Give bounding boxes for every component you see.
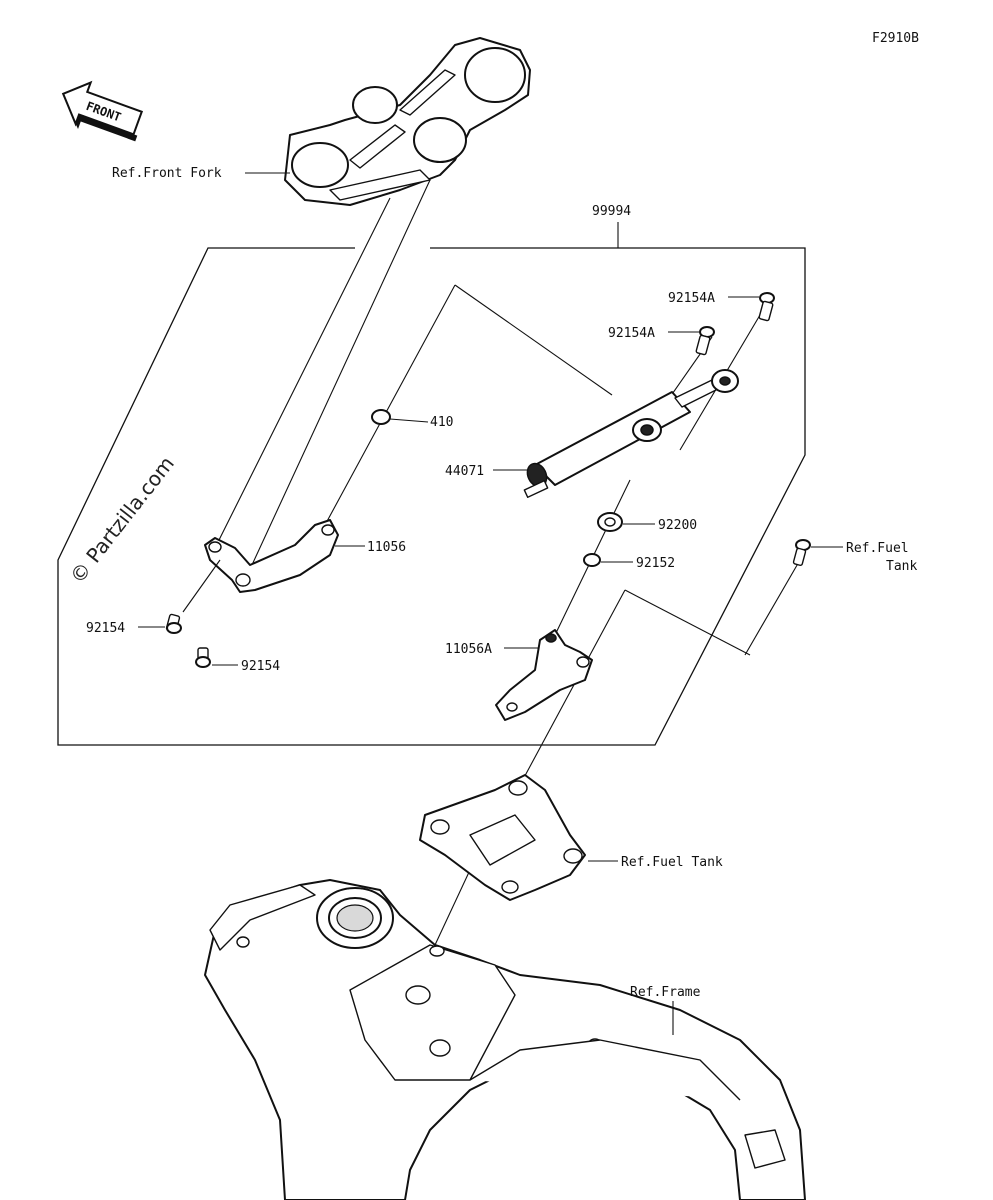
bolt-92154-lower	[195, 647, 211, 668]
bracket-11056	[204, 519, 339, 593]
fuel-tank-bracket	[419, 774, 586, 901]
figure-code: F2910B	[872, 31, 919, 46]
bracket-11056a	[495, 629, 593, 721]
label-92154a-top: 92154A	[668, 291, 715, 306]
bolt-fuel-tank-right	[792, 539, 811, 567]
washer-92152	[583, 553, 601, 567]
label-11056a: 11056A	[445, 642, 492, 657]
upper-triple-clamp	[284, 37, 531, 206]
label-92152: 92152	[636, 556, 675, 571]
label-92200: 92200	[658, 518, 697, 533]
label-ref-frame: Ref.Frame	[630, 985, 701, 1000]
label-44071: 44071	[445, 464, 484, 479]
kit-outline	[57, 247, 806, 746]
label-92154-lower: 92154	[241, 659, 280, 674]
bolt-92154a-top	[758, 292, 775, 322]
label-ref-fuel-tank-bottom: Ref.Fuel Tank	[621, 855, 723, 870]
washer-410	[371, 409, 391, 425]
label-99994: 99994	[592, 204, 631, 219]
motorcycle-frame	[204, 879, 806, 1200]
label-92154a-mid: 92154A	[608, 326, 655, 341]
label-ref-front-fork: Ref.Front Fork	[112, 166, 222, 181]
front-direction-arrow-icon: FRONT	[61, 80, 144, 142]
bolt-92154-upper	[165, 613, 182, 634]
label-ref-fuel-tank-right-2: Tank	[886, 559, 917, 574]
label-ref-fuel-tank-right-1: Ref.Fuel	[846, 541, 909, 556]
label-410: 410	[430, 415, 453, 430]
bolt-92154a-mid	[695, 326, 715, 356]
label-92154-upper: 92154	[86, 621, 125, 636]
label-11056: 11056	[367, 540, 406, 555]
steering-damper-44071	[523, 369, 739, 498]
watermark: © Partzilla.com	[65, 452, 179, 588]
